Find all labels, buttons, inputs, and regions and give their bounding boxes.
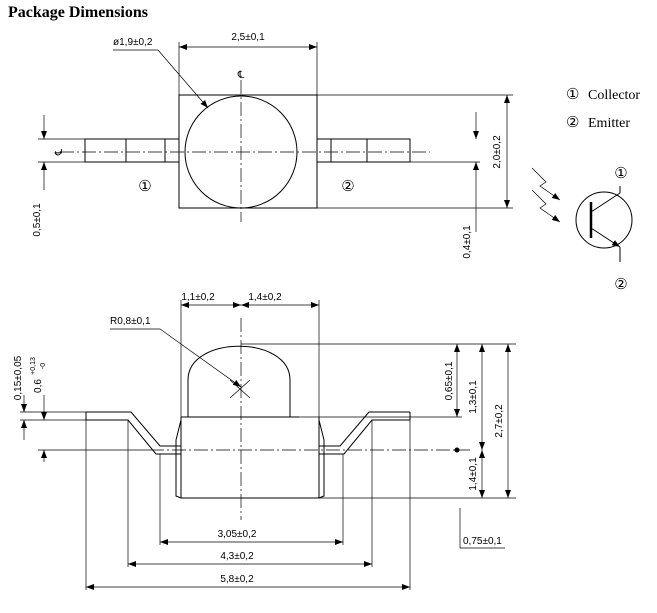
- lens-height-label: 0,65±0,1: [444, 361, 455, 400]
- light-arrow-upper: [531, 167, 561, 201]
- dim-right-label: 1,4±0,2: [248, 292, 282, 303]
- base-height-label: 1,4±0,1: [468, 457, 479, 491]
- symbol-pin1-mark: ①: [614, 165, 627, 182]
- transistor-circle: [575, 191, 633, 249]
- lens-diameter-label: ø1,9±0,2: [113, 37, 153, 48]
- legend-emitter-mark: ②: [566, 114, 579, 131]
- lead-thickness-label: 0,15±0,05: [13, 355, 24, 400]
- lead-standoff-label: 0,6: [33, 379, 44, 393]
- top-height-label: 1,3±0,1: [468, 380, 479, 414]
- overall-span-label: 5,8±0,2: [220, 574, 254, 585]
- base-width-label: 3,05±0,2: [218, 529, 257, 540]
- lead-offset-label: 0,4±0,1: [462, 225, 473, 259]
- legend-collector-mark: ①: [566, 86, 579, 103]
- lead-right-side: [319, 411, 410, 447]
- lead-span-label: 4,3±0,2: [220, 551, 254, 562]
- package-body: [178, 94, 318, 209]
- emitter-line: [590, 227, 621, 248]
- collector-line: [590, 192, 621, 213]
- lead-width-label: 0,5±0,1: [32, 203, 43, 237]
- symbol-pin2-mark: ②: [614, 276, 627, 293]
- legend: ① Collector ② Emitter: [566, 86, 640, 131]
- side-body: [180, 417, 320, 499]
- lead-standoff-lower-tolerance: -0: [40, 363, 47, 369]
- body-width-label: 2,5±0,1: [231, 32, 265, 43]
- lead-standoff-upper-tolerance: +0,13: [30, 357, 37, 375]
- lead-left: [84, 138, 180, 163]
- pin1-mark: ①: [138, 178, 151, 195]
- top-view: 2,5±0,1 ø1,9±0,2 ℄ 2,0±0,2 0,4±0,1 0,5±0…: [32, 32, 513, 259]
- lens-radius-leader: [159, 328, 242, 388]
- body-height-label: 2,0±0,2: [492, 135, 503, 169]
- lead-left-side: [86, 411, 181, 447]
- legend-emitter-label: Emitter: [588, 116, 630, 131]
- lens-diameter-leader: [157, 49, 209, 109]
- foot-length-label: 0,75±0,1: [463, 536, 502, 547]
- phototransistor-symbol: ① ②: [531, 165, 633, 293]
- total-height-label: 2,7±0,2: [494, 404, 505, 438]
- centerline-mark-top: ℄: [237, 70, 245, 81]
- legend-collector-label: Collector: [588, 88, 640, 103]
- lead-right: [316, 138, 411, 163]
- page-title: Package Dimensions: [8, 4, 148, 21]
- light-arrow-lower: [531, 189, 561, 223]
- pin2-mark: ②: [341, 178, 354, 195]
- centerline-mark-left: ℄: [54, 148, 65, 156]
- lens-radius-label: R0,8±0,1: [110, 316, 151, 327]
- dim-left-label: 1,1±0,2: [181, 292, 215, 303]
- lens-dome: [187, 345, 291, 417]
- side-view: R0,8±0,1 1,1±0,2 1,4±0,2 0,15±0,05 0,6 +…: [13, 292, 516, 590]
